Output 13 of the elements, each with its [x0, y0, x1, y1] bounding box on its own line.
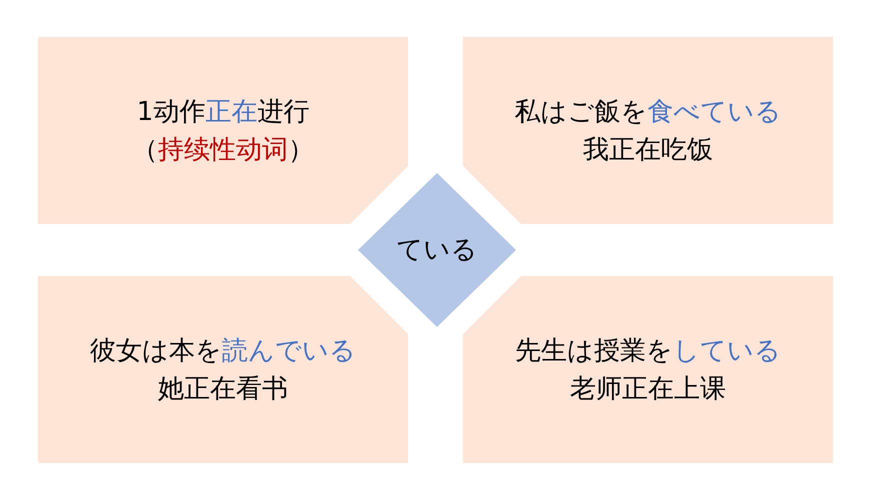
sentence-text: 私はご飯を食べている: [514, 96, 782, 128]
sentence-text: 1动作正在进行: [136, 96, 310, 128]
sentence-text: 彼女は本を読んでいる: [90, 334, 356, 368]
text-panel: [463, 37, 833, 224]
sentence-text: 先生は授業をしている: [515, 334, 781, 368]
diamond-label: ている: [396, 234, 478, 267]
text-panel: [463, 276, 833, 463]
translation-text: 我正在吃饭: [583, 134, 713, 166]
text-panel: [38, 276, 408, 463]
text-panel: [38, 37, 408, 224]
translation-text: 老师正在上课: [570, 372, 726, 406]
translation-text: （持续性动词）: [132, 134, 314, 166]
translation-text: 她正在看书: [158, 372, 288, 406]
